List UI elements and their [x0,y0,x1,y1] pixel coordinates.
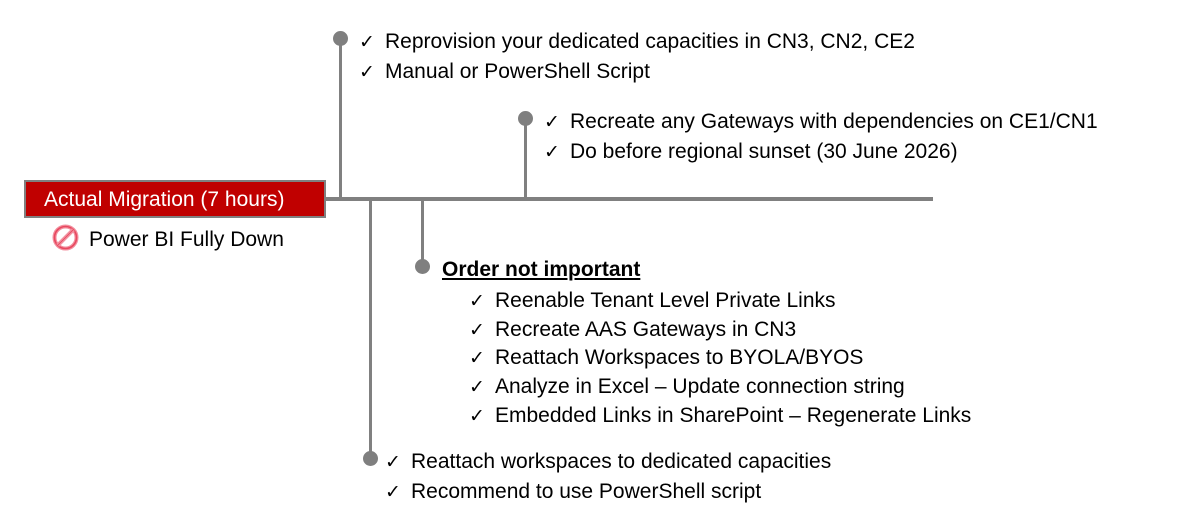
check-icon: ✓ [469,376,485,399]
note-item-label: Analyze in Excel – Update connection str… [495,375,905,399]
note-item: ✓ Reprovision your dedicated capacities … [359,27,915,57]
note-item-label: Manual or PowerShell Script [385,59,650,83]
note-block-order-not-important: Order not important ✓ Reenable Tenant Le… [442,255,971,431]
check-icon: ✓ [359,31,375,53]
note-item: ✓ Recommend to use PowerShell script [385,477,831,507]
note-item-label: Embedded Links in SharePoint – Regenerat… [495,403,972,427]
downtime-label: Power BI Fully Down [89,228,284,251]
note-block-gateways: ✓ Recreate any Gateways with dependencie… [544,107,1098,167]
branch-connector-reattach [369,199,372,459]
check-icon: ✓ [544,140,560,163]
note-item: ✓ Reattach Workspaces to BYOLA/BYOS [469,344,971,373]
note-item-label: Recreate any Gateways with dependencies … [570,110,1098,133]
note-item: ✓ Recreate any Gateways with dependencie… [544,107,1098,137]
note-item: ✓ Recreate AAS Gateways in CN3 [469,316,971,345]
branch-dot-order-not-important [415,259,430,274]
note-item: ✓ Do before regional sunset (30 June 202… [544,137,1098,167]
branch-dot-reprovision [333,31,348,46]
check-icon: ✓ [359,60,375,83]
note-item-label: Reattach Workspaces to BYOLA/BYOS [495,346,864,370]
note-block-reprovision: ✓ Reprovision your dedicated capacities … [359,27,915,87]
note-item-label: Recommend to use PowerShell script [411,479,762,503]
check-icon: ✓ [385,451,401,473]
check-icon: ✓ [385,480,401,503]
downtime-status: Power BI Fully Down [52,224,284,256]
branch-connector-gateways [524,118,527,199]
branch-dot-gateways [518,111,533,126]
branch-connector-reprovision [339,38,342,199]
note-item: ✓ Manual or PowerShell Script [359,57,915,87]
note-item: ✓ Analyze in Excel – Update connection s… [469,373,971,402]
note-item: ✓ Reenable Tenant Level Private Links [469,287,971,316]
check-icon: ✓ [544,111,560,133]
note-block-reattach: ✓ Reattach workspaces to dedicated capac… [385,447,831,507]
note-item: ✓ Embedded Links in SharePoint – Regener… [469,402,971,431]
note-block-heading: Order not important [442,258,641,281]
check-icon: ✓ [469,289,485,312]
check-icon: ✓ [469,318,485,341]
timeline-axis [325,197,933,201]
milestone-box: Actual Migration (7 hours) [24,180,326,218]
check-icon: ✓ [469,347,485,370]
note-item-label: Reprovision your dedicated capacities in… [385,30,915,53]
branch-connector-order-not-important [421,199,424,267]
note-item-label: Reattach workspaces to dedicated capacit… [411,450,832,473]
note-item-label: Reenable Tenant Level Private Links [495,288,836,312]
check-icon: ✓ [469,404,485,427]
note-item-label: Do before regional sunset (30 June 2026) [570,139,958,163]
note-item: ✓ Reattach workspaces to dedicated capac… [385,447,831,477]
note-item-label: Recreate AAS Gateways in CN3 [495,317,797,341]
branch-dot-reattach [363,451,378,466]
milestone-label: Actual Migration (7 hours) [44,187,285,211]
prohibition-icon [52,224,79,256]
